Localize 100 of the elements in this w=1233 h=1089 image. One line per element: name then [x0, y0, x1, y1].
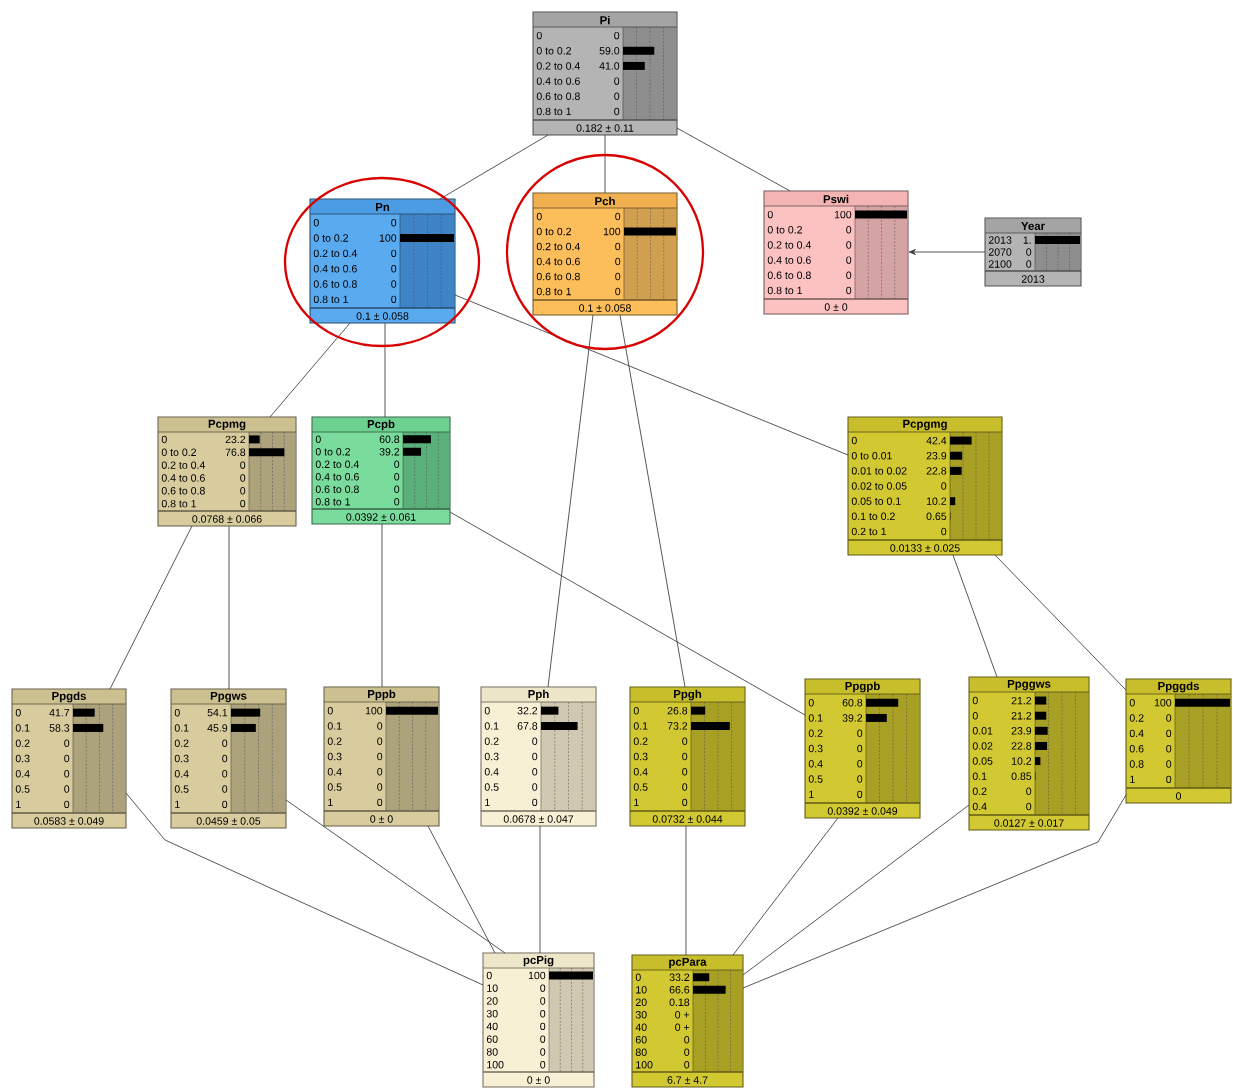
state-label: 0.2 to 0.4	[536, 62, 580, 70]
probability-value: 0	[614, 31, 620, 40]
probability-value: 0	[532, 768, 538, 776]
expected-value: 0 ± 0	[824, 303, 848, 311]
state-label: 0.2 to 0.4	[536, 242, 580, 251]
probability-value: 41.0	[599, 62, 620, 70]
probability-value: 0	[846, 226, 852, 234]
expected-value: 0.0678 ± 0.047	[503, 815, 574, 823]
state-label: 0.6	[1129, 744, 1144, 753]
probability-value: 0	[846, 271, 852, 279]
belief-node	[532, 11, 678, 136]
state-label: 0.4 to 0.6	[536, 257, 580, 266]
connector-line	[732, 817, 839, 956]
probability-value: 0	[377, 722, 383, 730]
probability-value: 0	[684, 1061, 690, 1069]
belief-node	[11, 688, 127, 829]
probability-value: 76.8	[225, 448, 246, 456]
probability-value: 0	[1026, 260, 1032, 268]
state-label: 0.2	[808, 729, 823, 737]
probability-value: 0	[846, 241, 852, 249]
probability-value: 0	[1166, 775, 1172, 784]
state-label: 0.8 to 1	[767, 286, 802, 295]
probability-value: 0	[1166, 714, 1172, 722]
probability-value: 0	[240, 499, 246, 508]
probability-value: 67.8	[517, 722, 538, 730]
probability-value: 26.8	[667, 706, 688, 715]
connector-line	[994, 554, 1127, 691]
node-title: Pn	[376, 203, 390, 211]
connector-line	[269, 322, 351, 418]
state-label: 30	[486, 1009, 498, 1018]
state-label: 0.5	[484, 783, 499, 791]
connector-line	[742, 804, 970, 976]
probability-value: 0	[64, 800, 70, 809]
probability-value: 0	[240, 461, 246, 469]
probability-value: 0	[540, 1035, 546, 1043]
state-label: 0.6 to 0.8	[767, 271, 811, 279]
probability-value: 100	[365, 706, 383, 715]
state-label: 0	[161, 435, 167, 444]
state-label: 0.1	[327, 722, 342, 730]
state-label: 0.2	[633, 737, 648, 745]
state-label: 0.8	[1129, 760, 1144, 768]
probability-value: 32.2	[517, 706, 538, 715]
state-label: 0.4	[972, 802, 987, 811]
probability-value: 0	[394, 485, 400, 493]
expected-value: 0.0583 ± 0.049	[34, 817, 104, 825]
state-label: 2013	[988, 236, 1012, 244]
belief-node	[984, 217, 1082, 287]
state-label: 0.6 to 0.8	[161, 487, 205, 495]
probability-value: 0	[240, 474, 246, 482]
belief-node	[323, 686, 440, 827]
state-label: 0	[808, 698, 814, 707]
probability-value: 0	[614, 107, 620, 116]
probability-value: 0 +	[675, 1011, 690, 1019]
state-label: 80	[635, 1048, 647, 1056]
state-label: 0.2 to 0.4	[313, 249, 357, 258]
probability-value: 0	[1166, 744, 1172, 753]
probability-value: 0	[391, 280, 397, 288]
probability-value: 21.2	[1011, 712, 1032, 720]
probability-value: 0	[532, 737, 538, 745]
belief-node	[157, 416, 297, 527]
state-label: 20	[635, 998, 647, 1006]
state-label: 0.4	[484, 768, 499, 776]
state-label: 0	[972, 712, 978, 720]
expected-value: 6.7 ± 4.7	[667, 1076, 708, 1084]
belief-node	[847, 416, 1003, 556]
state-label: 0	[851, 436, 857, 445]
connector-line	[908, 249, 986, 255]
state-label: 0.2	[1129, 714, 1144, 722]
node-title: Year	[1021, 222, 1045, 230]
state-label: 0	[327, 706, 333, 715]
probability-value: 0	[532, 752, 538, 761]
state-label: 1	[485, 798, 490, 806]
state-label: 1	[634, 798, 639, 806]
probability-value: 0	[394, 460, 400, 468]
state-label: 0	[486, 971, 492, 980]
probability-value: 0	[614, 77, 620, 85]
probability-value: 0	[222, 739, 228, 747]
node-title: Pi	[600, 15, 610, 25]
probability-value: 39.2	[842, 714, 863, 722]
probability-value: 100	[379, 234, 397, 242]
probability-value: 0	[391, 264, 397, 273]
state-label: 0.1	[972, 772, 987, 780]
probability-value: 0	[682, 752, 688, 761]
state-label: 0.4	[174, 770, 189, 778]
state-label: 0.4 to 0.6	[536, 77, 580, 85]
expected-value: 0.1 ± 0.058	[356, 312, 409, 320]
connector-line	[539, 825, 541, 954]
state-label: 1	[1130, 775, 1135, 783]
state-label: 0.6 to 0.8	[315, 485, 359, 493]
probability-value: 0	[540, 1048, 546, 1056]
probability-value: 0	[391, 295, 397, 304]
state-label: 0.6 to 0.8	[536, 92, 580, 100]
state-label: 1	[809, 790, 814, 798]
probability-value: 100	[1154, 698, 1172, 707]
probability-value: 100	[603, 227, 621, 236]
node-title: Pppb	[368, 689, 396, 701]
state-label: 0.8 to 1	[313, 295, 348, 304]
state-label: 0.6 to 0.8	[536, 272, 580, 281]
state-label: 0 to 0.2	[536, 227, 571, 236]
node-title: Pswi	[823, 194, 849, 204]
